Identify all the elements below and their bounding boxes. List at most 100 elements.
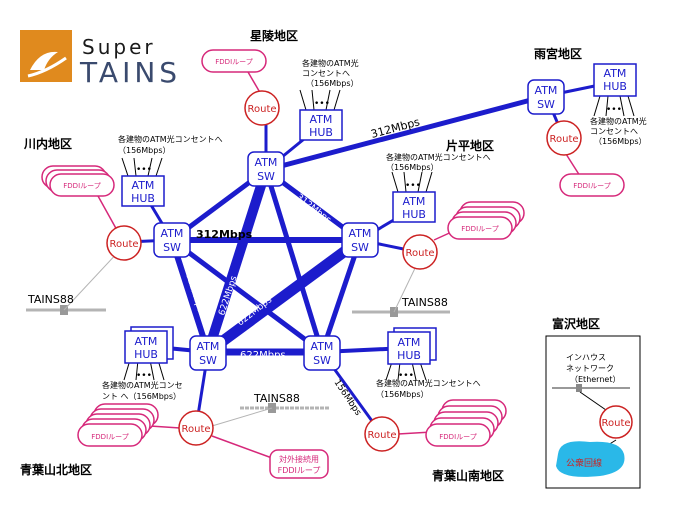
link-label-156: 156Mbps — [332, 378, 363, 418]
diagram-label: ATM — [535, 84, 558, 97]
link-label-312-kawauchi: 312Mbps — [196, 228, 253, 241]
diagram-label: SW — [351, 241, 369, 254]
diagram-label: Route — [247, 104, 276, 115]
diagram-label: （156Mbps） — [386, 163, 439, 172]
fddi-loop-katahira: FDDIループ — [433, 201, 525, 241]
diagram-label: Route — [109, 239, 138, 250]
diagram-label: FDDIループ — [461, 225, 498, 233]
diagram-label: FDDIループ — [215, 58, 252, 66]
tomisawa-box: インハウス ネットワーク （Ethernet） 公衆回線 Route — [545, 335, 641, 489]
link-label-622-b: 622Mbps — [217, 274, 239, 316]
hub-note-kawauchi: 各建物のATM光コンセントへ （156Mbps） — [118, 134, 223, 155]
atm-hub-seiryo: ••• ATM HUB — [299, 89, 343, 141]
router-seiryo: Route — [244, 90, 280, 126]
diagram-label: ネットワーク — [566, 364, 614, 373]
diagram-label: 各建物のATM光 — [590, 116, 647, 126]
diagram-label: （156Mbps） — [306, 79, 359, 88]
svg-text:•••: ••• — [405, 181, 421, 191]
hub-note-north: 各建物のATM光コンセ ント へ（156Mbps） — [102, 380, 183, 401]
diagram-label: ATM — [197, 340, 220, 353]
atm-sw-seiryo: ATM SW — [247, 151, 285, 187]
diagram-label: HUB — [397, 349, 421, 362]
fddi-loop-south: FDDIループ — [397, 399, 507, 447]
diagram-label: ATM — [255, 156, 278, 169]
router-katahira: Route — [402, 234, 438, 270]
area-aobayama-north: 青葉山北地区 — [20, 462, 92, 477]
area-seiryo: 星陵地区 — [250, 28, 298, 43]
atm-hub-amamiya: ••• ATM HUB — [593, 63, 637, 117]
diagram-label: 対外接続用 — [279, 454, 319, 464]
logo-tains: TAINS — [79, 56, 181, 89]
fddi-loop-amamiya: FDDIループ — [559, 153, 625, 197]
tains88-links — [26, 249, 450, 427]
diagram-label: （156Mbps） — [594, 137, 647, 146]
link-label-312-katahira: 312Mbps — [294, 192, 333, 225]
diagram-label: Route — [367, 430, 396, 441]
atm-sw-north: ATM SW — [189, 335, 227, 371]
diagram-label: ATM — [161, 227, 184, 240]
diagram-label: 各建物のATM光コンセントへ — [376, 378, 481, 388]
svg-text:•••: ••• — [136, 165, 152, 175]
diagram-label: SW — [163, 241, 181, 254]
diagram-label: 各建物のATM光コンセ — [102, 380, 183, 390]
tains88-label-left: TAINS88 — [27, 293, 74, 306]
diagram-label: FDDIループ — [91, 433, 128, 441]
diagram-label: コンセントへ — [302, 69, 350, 78]
link-label-622-bottom: 622Mbps — [240, 350, 286, 361]
diagram-label: SW — [537, 98, 555, 111]
atm-hub-kawauchi: ••• ATM HUB — [121, 157, 165, 207]
atm-hub-north: ••• ATM HUB — [123, 326, 174, 381]
area-amamiya: 雨宮地区 — [534, 46, 582, 61]
atm-hub-south: ••• ATM HUB — [385, 327, 437, 381]
diagram-label: HUB — [603, 80, 627, 93]
diagram-label: FDDIループ — [63, 182, 100, 190]
atm-hub-katahira: ••• ATM HUB — [391, 171, 436, 223]
fddi-loop-north: FDDIループ — [77, 403, 181, 447]
diagram-label: ATM — [132, 179, 155, 192]
tains88-label-bottom: TAINS88 — [253, 392, 300, 405]
atm-sw-katahira: ATM SW — [341, 222, 379, 258]
diagram-label: ATM — [349, 227, 372, 240]
hub-note-south: 各建物のATM光コンセントへ （156Mbps） — [376, 378, 481, 399]
diagram-label: Route — [181, 424, 210, 435]
hub-note-seiryo: 各建物のATM光 コンセントへ （156Mbps） — [302, 58, 359, 88]
diagram-label: HUB — [131, 192, 155, 205]
atm-sw-south: ATM SW — [303, 335, 341, 371]
area-katahira: 片平地区 — [446, 138, 494, 153]
diagram-label: コンセントへ — [590, 127, 638, 136]
public-line-label: 公衆回線 — [566, 457, 602, 469]
area-kawauchi: 川内地区 — [23, 136, 72, 151]
diagram-label: ATM — [310, 113, 333, 126]
svg-text:•••: ••• — [136, 371, 152, 381]
svg-text:•••: ••• — [314, 99, 330, 109]
logo-super: Super — [82, 35, 156, 59]
router-north: Route — [178, 410, 214, 446]
hub-note-amamiya: 各建物のATM光 コンセントへ （156Mbps） — [590, 116, 647, 146]
svg-text:•••: ••• — [398, 371, 414, 381]
diagram-label: Route — [549, 134, 578, 145]
super-tains-logo: Super TAINS — [20, 30, 181, 89]
diagram-label: ATM — [403, 195, 426, 208]
hub-note-katahira: 各建物のATM光コンセントへ （156Mbps） — [386, 152, 491, 172]
fddi-loop-seiryo: FDDIループ — [201, 49, 267, 97]
diagram-label: Route — [405, 248, 434, 259]
svg-text:•••: ••• — [606, 105, 622, 115]
diagram-label: 各建物のATM光 — [302, 58, 359, 68]
router-kawauchi: Route — [106, 225, 142, 261]
diagram-label: HUB — [309, 126, 333, 139]
diagram-label: SW — [313, 354, 331, 367]
atm-sw-kawauchi: ATM SW — [153, 222, 191, 258]
router-tomisawa: Route — [601, 418, 630, 429]
diagram-label: 各建物のATM光コンセントへ — [386, 152, 491, 162]
area-aobayama-south: 青葉山南地区 — [432, 468, 504, 483]
diagram-label: インハウス — [566, 353, 606, 362]
diagram-label: 各建物のATM光コンセントへ — [118, 134, 223, 144]
router-south: Route — [364, 416, 400, 452]
diagram-label: HUB — [134, 348, 158, 361]
diagram-label: ント へ（156Mbps） — [102, 392, 181, 401]
diagram-label: ATM — [604, 67, 627, 80]
diagram-label: （156Mbps） — [118, 146, 171, 155]
diagram-label: SW — [257, 170, 275, 183]
fddi-loop-kawauchi: FDDIループ — [41, 165, 119, 233]
